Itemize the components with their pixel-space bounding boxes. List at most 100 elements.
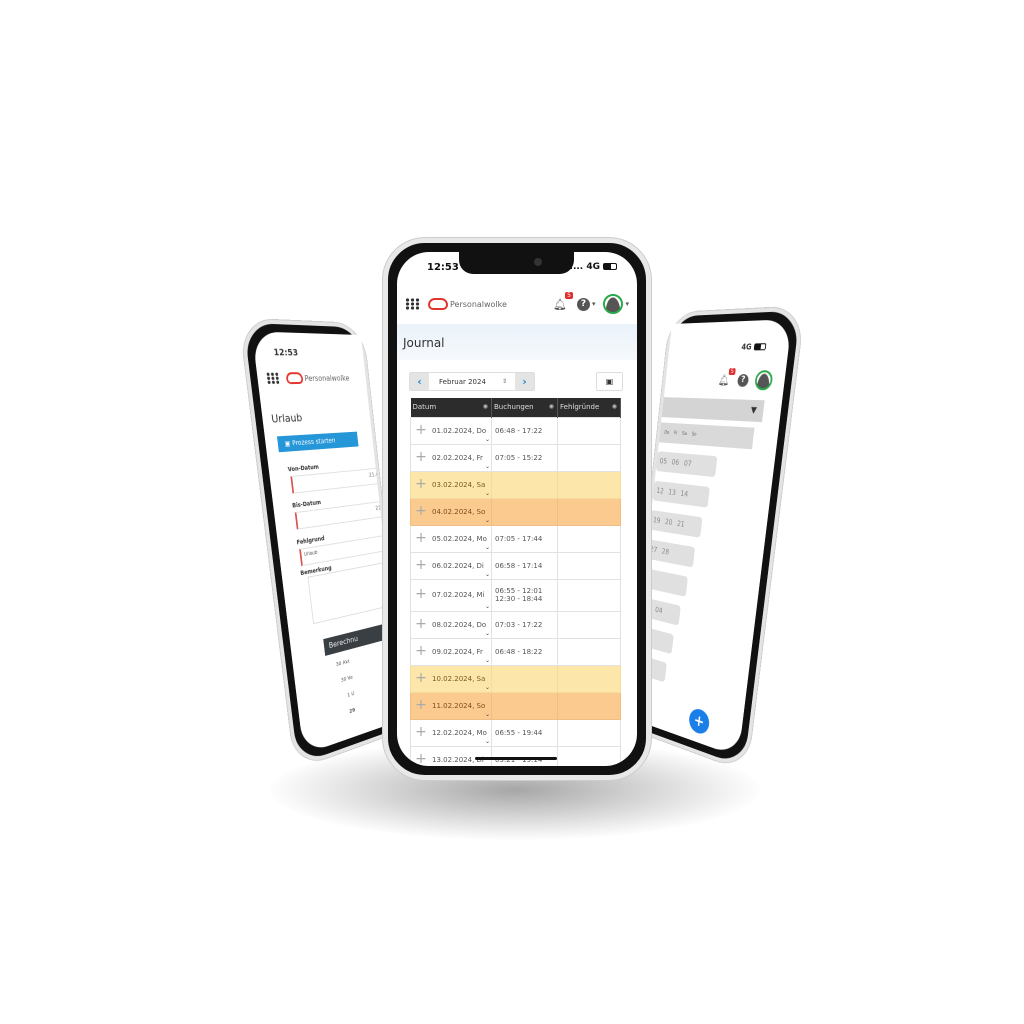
date-cell: +10.02.2024, Sa⌄: [410, 664, 492, 693]
table-row[interactable]: +03.02.2024, Sa⌄: [410, 470, 621, 499]
plus-icon[interactable]: +: [415, 529, 427, 546]
chevron-down-icon[interactable]: ⌄: [484, 656, 490, 664]
cloud-icon: [285, 372, 304, 385]
column-header[interactable]: Buchungen ◉: [491, 398, 558, 417]
chevron-down-icon[interactable]: ⌄: [484, 710, 490, 718]
avatar[interactable]: [753, 370, 774, 391]
plus-icon[interactable]: +: [415, 750, 427, 766]
export-button[interactable]: ▣: [596, 372, 623, 391]
chevron-down-icon[interactable]: ⌄: [485, 765, 490, 767]
booking-text: 06:48 - 18:22: [495, 647, 543, 656]
apps-grid-icon[interactable]: [265, 372, 281, 385]
bookings-cell: [491, 664, 558, 693]
logo: Personalwolke: [285, 372, 350, 385]
chevron-down-icon[interactable]: ⌄: [484, 737, 490, 745]
calendar-week[interactable]: 12 13 14: [652, 480, 710, 508]
table-row[interactable]: +04.02.2024, So⌄: [410, 497, 621, 526]
table-row[interactable]: +05.02.2024, Mo⌄07:05 - 17:44: [410, 524, 621, 553]
chevron-down-icon[interactable]: ⌄: [484, 543, 490, 551]
date-text: 04.02.2024, So: [432, 507, 486, 516]
plus-icon[interactable]: +: [415, 502, 427, 519]
column-header[interactable]: Fehlgründe◉: [557, 398, 621, 417]
bookings-cell: [491, 497, 558, 526]
prev-month-button[interactable]: ‹: [410, 373, 429, 390]
date-text: 09.02.2024, Fr: [432, 647, 483, 656]
booking-text: 06:55 - 19:44: [495, 728, 543, 737]
chevron-down-icon[interactable]: ⌄: [484, 570, 490, 578]
plus-icon[interactable]: +: [415, 556, 427, 573]
absence-cell: [557, 578, 621, 612]
journal-table: Datum◉Buchungen◉Fehlgründe◉ +01.02.2024,…: [410, 398, 621, 766]
column-header[interactable]: Datum◉: [410, 398, 492, 417]
eye-icon[interactable]: ◉: [611, 403, 617, 411]
absence-cell: [557, 497, 621, 526]
start-process-button[interactable]: ▣ Prozess starten: [276, 431, 359, 453]
eye-icon[interactable]: ◉: [482, 403, 488, 411]
next-month-button[interactable]: ›: [515, 373, 534, 390]
plus-icon[interactable]: +: [415, 723, 427, 740]
table-row[interactable]: +11.02.2024, So⌄: [410, 691, 621, 720]
table-row[interactable]: +09.02.2024, Fr⌄ 06:48 - 18:22: [410, 637, 621, 666]
chevron-down-icon[interactable]: ⌄: [484, 435, 490, 443]
table-row[interactable]: +02.02.2024, Fr⌄07:05 - 15:22: [410, 443, 621, 472]
help-icon[interactable]: ?: [576, 297, 590, 311]
chevron-down-icon[interactable]: ⌄: [484, 683, 490, 691]
plus-icon[interactable]: +: [415, 475, 427, 492]
month-select[interactable]: Februar 2024⇕: [429, 373, 515, 390]
plus-icon[interactable]: +: [415, 615, 427, 632]
eye-icon[interactable]: ◉: [548, 403, 554, 411]
filter-icon[interactable]: ▼: [750, 405, 758, 416]
chevron-down-icon[interactable]: ⌄: [484, 516, 490, 524]
bookings-cell: [491, 470, 558, 499]
column-header-label: Buchungen: [494, 403, 534, 412]
plus-icon[interactable]: +: [415, 642, 427, 659]
date-cell: +03.02.2024, Sa⌄: [410, 470, 492, 499]
table-row[interactable]: +08.02.2024, Do⌄07:03 - 17:22: [410, 610, 621, 639]
add-button[interactable]: +: [687, 706, 711, 737]
notification-badge: 5: [565, 291, 573, 299]
chevron-down-icon[interactable]: ⌄: [484, 602, 490, 610]
month-selector: ‹ Februar 2024⇕ ›: [409, 372, 535, 391]
status-bar: 12:53 .... 4G: [397, 256, 637, 276]
table-row[interactable]: +13.02.2024, Di⌄05:21 - 19:14: [410, 745, 621, 767]
bell-icon[interactable]: 🔔︎5: [717, 367, 736, 387]
vacation-screen: 12:53 Personalwolke Urlaub ▣ Prozess sta…: [251, 331, 404, 755]
plus-icon[interactable]: +: [415, 696, 427, 713]
plus-icon[interactable]: +: [415, 448, 427, 465]
absence-cell: [557, 524, 621, 553]
plus-icon[interactable]: +: [415, 421, 427, 438]
chevron-down-icon[interactable]: ⌄: [484, 489, 490, 497]
apps-grid-icon[interactable]: [405, 298, 420, 310]
table-row[interactable]: +01.02.2024, Do⌄06:48 - 17:22: [410, 416, 621, 445]
calendar-week[interactable]: 05 06 07: [655, 451, 718, 478]
chevron-down-icon: ▾: [591, 300, 596, 308]
page-title: Urlaub: [270, 411, 303, 426]
status-time: 12:53: [273, 348, 299, 359]
date-cell: +04.02.2024, So⌄: [410, 497, 492, 526]
date-cell: +07.02.2024, Mi⌄: [410, 578, 492, 612]
avatar[interactable]: [603, 294, 624, 314]
fehlgrund-value: Urlaub: [303, 549, 318, 558]
plus-icon[interactable]: +: [415, 586, 427, 602]
logo[interactable]: Personalwolke: [428, 298, 507, 310]
table-row[interactable]: +10.02.2024, Sa⌄: [410, 664, 621, 693]
calendar-week[interactable]: 27 28: [646, 539, 696, 568]
plus-icon[interactable]: +: [415, 669, 427, 686]
calc-row: 30 Akt: [335, 658, 350, 669]
date-cell: +08.02.2024, Do⌄: [410, 610, 492, 639]
weekday-header: Do Fr Sa So: [658, 422, 755, 450]
calendar-week[interactable]: 19 20 21: [649, 510, 703, 538]
chevron-down-icon[interactable]: ⌄: [484, 462, 490, 470]
chevron-down-icon[interactable]: ⌄: [484, 629, 490, 637]
notch: [459, 252, 574, 274]
app-header: 🔔︎5 ?: [717, 367, 774, 391]
absence-cell: [557, 416, 621, 445]
table-row[interactable]: +06.02.2024, Di⌄06:58 - 17:14: [410, 551, 621, 580]
booking-text: 07:03 - 17:22: [495, 620, 543, 629]
help-icon[interactable]: ?: [736, 373, 750, 387]
bell-icon[interactable]: 🔔︎5: [553, 291, 573, 311]
date-text: 01.02.2024, Do: [432, 426, 487, 435]
table-row[interactable]: +12.02.2024, Mo⌄06:55 - 19:44: [410, 718, 621, 747]
